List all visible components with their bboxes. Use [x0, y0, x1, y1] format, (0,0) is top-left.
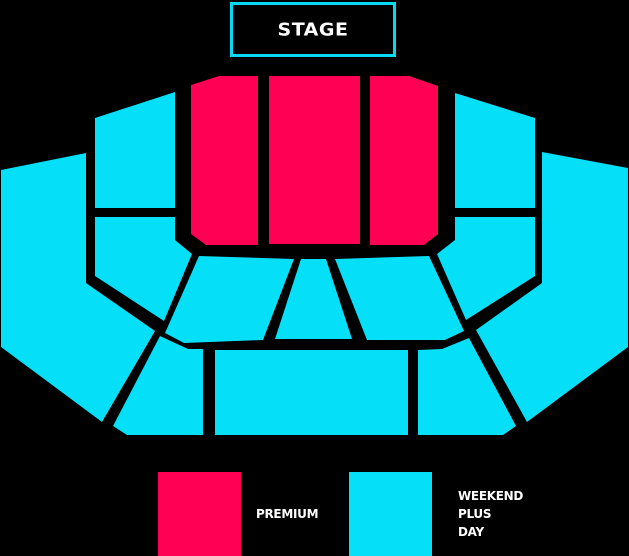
section-lower-right[interactable]	[418, 338, 516, 435]
section-premium-right[interactable]	[370, 76, 438, 245]
section-mid-center[interactable]	[275, 259, 352, 339]
legend-text-premium: PREMIUM	[256, 507, 319, 521]
section-lower-left[interactable]	[113, 336, 203, 435]
legend-label-weekend-plus-day: WEEKEND PLUS DAY	[458, 487, 523, 541]
legend-text-day: DAY	[458, 525, 484, 539]
legend-text-weekend: WEEKEND	[458, 489, 524, 503]
section-mid-left[interactable]	[165, 256, 294, 343]
section-upper-left-top[interactable]	[95, 92, 175, 208]
stage-label: STAGE	[277, 19, 349, 40]
section-lower-center[interactable]	[215, 350, 408, 435]
legend-swatch-premium	[158, 472, 241, 556]
section-far-left[interactable]	[1, 153, 155, 422]
section-mid-right[interactable]	[335, 256, 464, 340]
section-far-right[interactable]	[476, 152, 628, 422]
section-premium-left[interactable]	[191, 76, 258, 245]
stage: STAGE	[230, 2, 396, 57]
legend-label-premium: PREMIUM	[256, 507, 319, 521]
section-upper-right-top[interactable]	[455, 93, 535, 208]
section-premium-center[interactable]	[269, 76, 360, 244]
section-upper-right-lower[interactable]	[437, 217, 535, 320]
legend-swatch-weekend-plus-day	[349, 472, 432, 556]
legend-text-plus: PLUS	[458, 507, 492, 521]
section-upper-left-lower[interactable]	[95, 217, 192, 321]
